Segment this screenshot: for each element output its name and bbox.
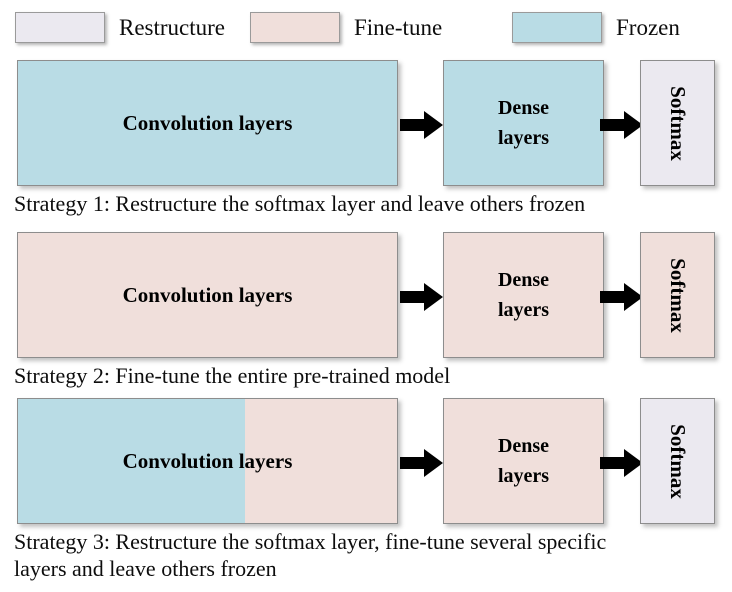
flow-arrow-3a: [400, 448, 444, 478]
legend-swatch-fine-tune: [250, 11, 340, 43]
legend-label-restructure: Restructure: [119, 14, 226, 40]
strategy-caption-3: Strategy 3: Restructure the softmax laye…: [14, 529, 607, 581]
conv-block-label-2: Convolution layers: [122, 282, 293, 307]
softmax-block-3: Softmax: [640, 398, 715, 524]
legend-label-fine-tune: Fine-tune: [354, 14, 443, 40]
flow-arrow-1a: [400, 110, 444, 140]
strategy-caption-2: Strategy 2: Fine-tune the entire pre-tra…: [14, 363, 451, 388]
conv-block-label-3: Convolution layers: [122, 448, 293, 473]
strategy-row-1: Convolution layers Dense layers Softmax …: [0, 60, 732, 217]
conv-block-3: Convolution layers: [17, 398, 398, 524]
conv-block-3-split-fill: [18, 399, 397, 523]
flow-arrow-2a: [400, 282, 444, 312]
strategy-2-blocks: Convolution layers Dense layers Softmax: [0, 232, 732, 358]
strategy-1-blocks: Convolution layers Dense layers Softmax: [0, 60, 732, 186]
strategy-caption-1: Strategy 1: Restructure the softmax laye…: [14, 191, 586, 216]
dense-block-1: Dense layers: [443, 60, 604, 186]
softmax-block-label-1: Softmax: [666, 85, 691, 161]
legend-item-fine-tune: Fine-tune: [250, 11, 442, 43]
flow-arrow-3b: [600, 448, 644, 478]
flow-arrow-1b: [600, 110, 644, 140]
softmax-block-2: Softmax: [640, 232, 715, 358]
softmax-block-label-2: Softmax: [666, 257, 691, 333]
conv-block-3-finetune-portion: [245, 399, 397, 523]
dense-block-label-3: Dense layers: [497, 435, 550, 487]
legend-label-frozen: Frozen: [616, 14, 680, 40]
legend-swatch-frozen: [512, 11, 602, 43]
dense-block-label-1: Dense layers: [497, 97, 550, 149]
dense-block-2: Dense layers: [443, 232, 604, 358]
conv-block-3-frozen-portion: [18, 399, 246, 523]
softmax-block-1: Softmax: [640, 60, 715, 186]
strategy-row-2: Convolution layers Dense layers Softmax …: [0, 232, 732, 389]
softmax-block-label-3: Softmax: [666, 423, 691, 499]
legend-item-restructure: Restructure: [15, 11, 225, 43]
strategy-3-blocks: Convolution layers Dense layers Softmax: [0, 398, 732, 524]
legend-item-frozen: Frozen: [512, 11, 680, 43]
legend: Restructure Fine-tune Frozen: [0, 0, 732, 52]
conv-block-2: Convolution layers: [17, 232, 398, 358]
flow-arrow-2b: [600, 282, 644, 312]
conv-block-1: Convolution layers: [17, 60, 398, 186]
legend-swatch-restructure: [15, 11, 105, 43]
strategy-row-3: Convolution layers Dense layers Softmax …: [0, 398, 732, 582]
dense-block-label-2: Dense layers: [497, 269, 550, 321]
dense-block-3: Dense layers: [443, 398, 604, 524]
conv-block-label-1: Convolution layers: [122, 110, 293, 135]
